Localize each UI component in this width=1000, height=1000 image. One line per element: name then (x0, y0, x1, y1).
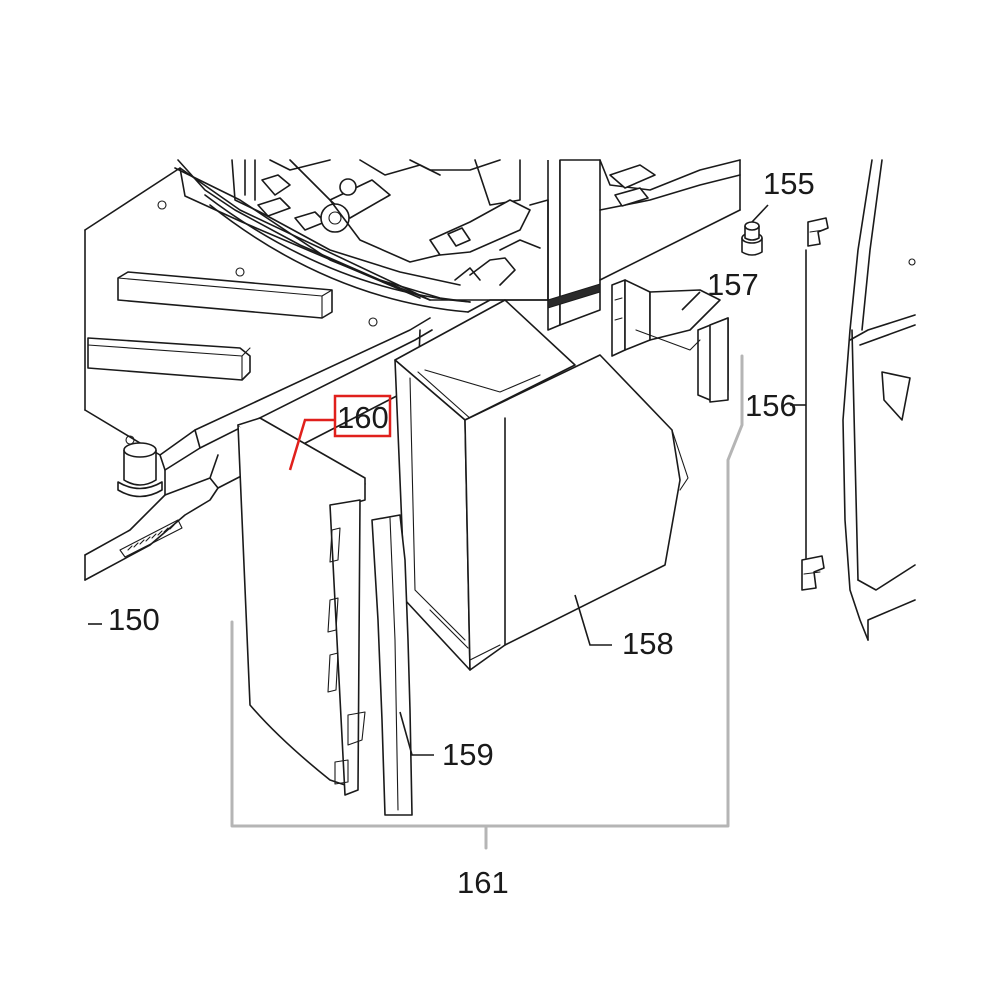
base-housing-150 (84, 167, 549, 581)
part-160-door-panel (237, 417, 366, 796)
part-156-clips (801, 217, 829, 591)
leader-157 (681, 291, 701, 311)
leader-155 (751, 204, 769, 223)
upper-mechanism (177, 159, 741, 331)
label-156: 156 (745, 388, 797, 423)
part-158-bin (394, 299, 689, 671)
label-161: 161 (457, 865, 509, 900)
part-157-bracket (611, 279, 729, 403)
right-side-panel (842, 159, 916, 641)
label-158: 158 (622, 626, 674, 661)
label-155: 155 (763, 166, 815, 201)
label-157: 157 (707, 267, 759, 302)
label-160: 160 (337, 400, 389, 435)
leader-159 (399, 711, 434, 756)
vent-grille (127, 524, 175, 551)
knob (117, 442, 163, 498)
leader-160 (288, 418, 335, 471)
label-150: 150 (108, 602, 160, 637)
label-159: 159 (442, 737, 494, 772)
part-155-nozzle (741, 221, 763, 256)
group-bracket-161 (230, 354, 744, 850)
part-159-strip (371, 514, 413, 816)
highlight-box-160 (333, 394, 392, 438)
leader-158 (574, 594, 612, 646)
